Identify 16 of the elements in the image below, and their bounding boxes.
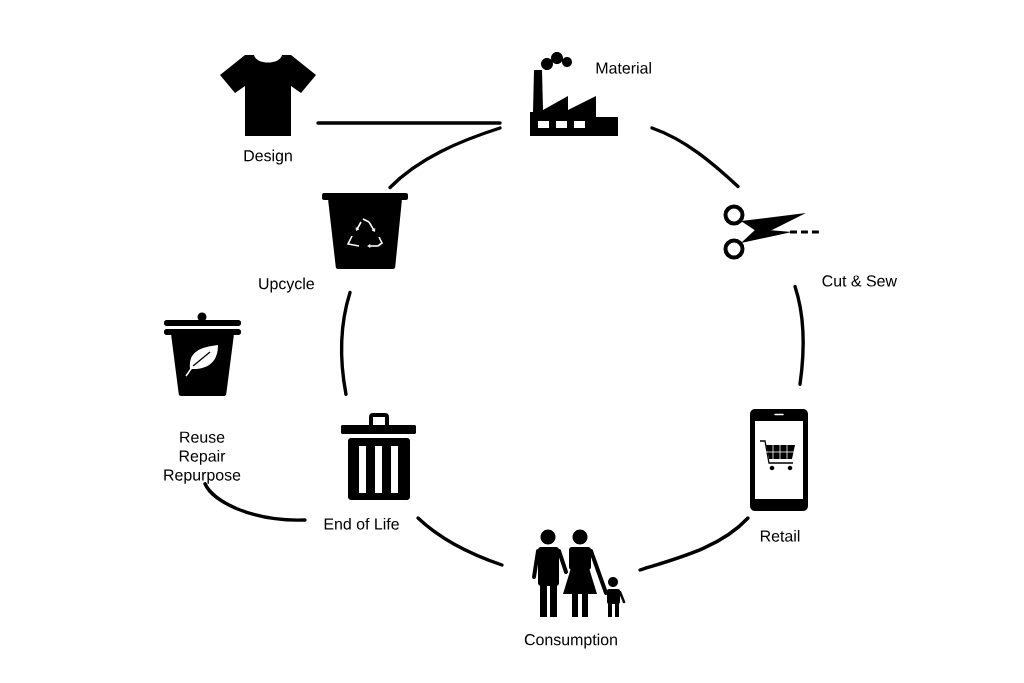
connector-line [388,126,502,190]
connector-line [650,126,740,189]
stage-label: Design [244,149,292,165]
connector-line [793,284,805,386]
stage-label: Material [596,62,651,74]
connector-line [203,482,307,522]
connector-line [416,516,504,567]
stage-label: Cut & Sew [822,275,897,287]
stage-label: Reuse Repair Repurpose [164,431,241,484]
stage-label: Upcycle [259,277,314,293]
stage-label: Retail [760,529,800,542]
connector-line [316,121,502,125]
stage-label: End of Life [324,517,399,530]
stage-label: Consumption [524,633,617,649]
connector-line [638,516,750,572]
connector-line [340,290,352,396]
